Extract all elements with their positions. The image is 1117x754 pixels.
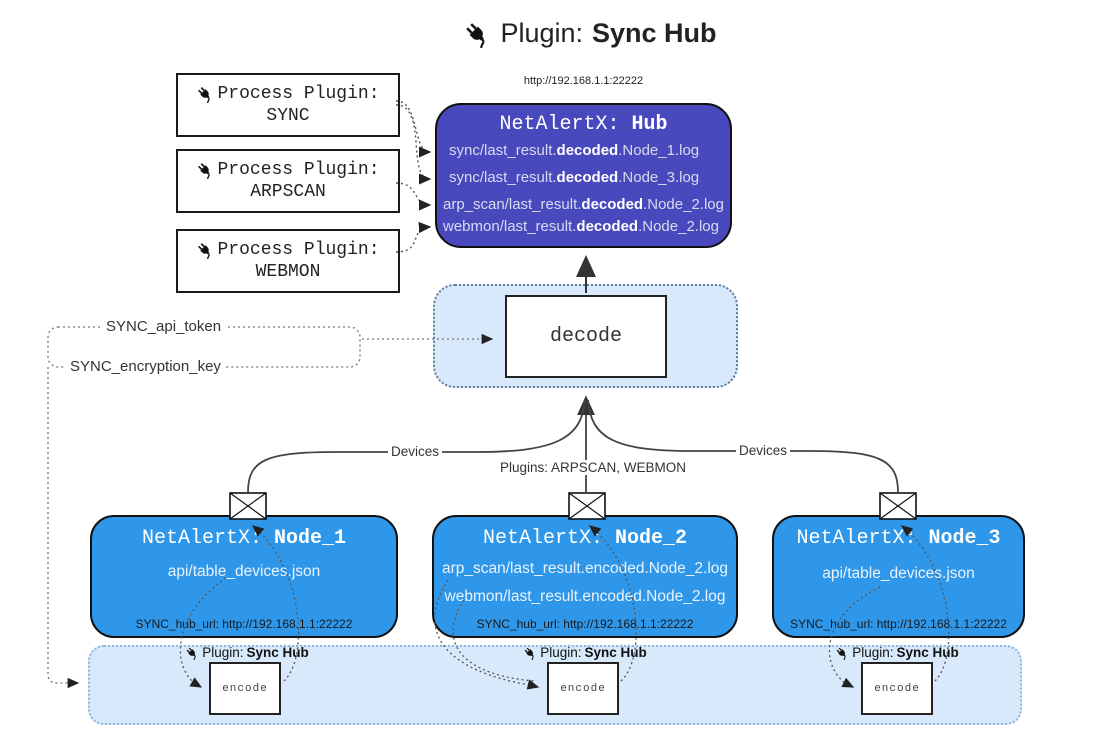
process-plugin-name: SYNC [266,106,310,126]
envelope-icon [568,492,606,520]
hub-box [435,103,732,248]
edge-arpscan-to-hub [395,182,432,211]
diagram-title: Plugin: Sync Hub [0,18,1117,49]
hub-log-line: sync/last_result.decoded.Node_1.log [449,142,700,159]
hub-title: NetAlertX: Hub [435,113,732,136]
edge-label-devices-right: Devices [736,443,791,458]
encode-box: encode [209,662,281,715]
plug-icon [196,241,214,259]
title-label: Plugin: [500,18,584,48]
process-plugin-name: WEBMON [255,262,321,282]
plug-icon [463,20,491,48]
edge-label-plugins: Plugins: ARPSCAN, WEBMON [497,460,690,475]
node-hub-url: SYNC_hub_url: http://192.168.1.1:22222 [790,617,1007,631]
node-title: NetAlertX: Node_1 [141,527,347,550]
hub-url-label: http://192.168.1.1:22222 [523,75,644,87]
node-box-node1 [90,515,398,638]
node-hub-url: SYNC_hub_url: http://192.168.1.1:22222 [476,617,694,631]
hub-log-line: sync/last_result.decoded.Node_3.log [449,169,700,186]
hub-title-label: NetAlertX: [499,113,620,136]
band-plugin-label: Plugin:Sync Hub [812,645,982,660]
band-plugin-label: Plugin:Sync Hub [162,645,332,660]
node-file: api/table_devices.json [822,565,975,582]
edge-webmon-to-hub [395,221,432,253]
node-file: arp_scan/last_result.encoded.Node_2.log [441,560,729,577]
process-plugin-box-webmon: Process Plugin: WEBMON [176,229,400,293]
node-file: api/table_devices.json [167,563,321,580]
edge-label-devices-left: Devices [388,444,443,459]
process-plugin-box-arpscan: Process Plugin: ARPSCAN [176,149,400,213]
decode-box: decode [505,295,667,378]
plug-icon [523,646,537,660]
process-plugin-label: Process Plugin: [217,240,380,260]
node-hub-url: SYNC_hub_url: http://192.168.1.1:22222 [135,617,353,631]
hub-log-line: webmon/last_result.decoded.Node_2.log [443,218,719,235]
process-plugin-box-sync: Process Plugin: SYNC [176,73,400,137]
plug-icon [196,85,214,103]
node-title: NetAlertX: Node_2 [482,527,688,550]
node-file: webmon/last_result.encoded.Node_2.log [444,588,726,605]
process-plugin-label: Process Plugin: [217,160,380,180]
plug-icon [196,161,214,179]
title-name: Sync Hub [592,18,717,48]
hub-log-line: arp_scan/last_result.decoded.Node_2.log [443,196,724,213]
envelope-icon [229,492,267,520]
band-plugin-label: Plugin:Sync Hub [500,645,670,660]
node-title: NetAlertX: Node_3 [796,527,1001,550]
plug-icon [835,646,849,660]
edge-sync-to-hub-1 [395,100,432,158]
edge-sync-to-hub-2 [395,104,432,185]
encode-box: encode [547,662,619,715]
encode-box: encode [861,662,933,715]
process-plugin-name: ARPSCAN [250,182,326,202]
edge-settings-to-band [47,367,80,689]
node-box-node3 [772,515,1025,638]
envelope-icon [879,492,917,520]
setting-encryption-key: SYNC_encryption_key [66,358,225,375]
hub-title-name: Hub [631,113,668,136]
plug-icon [185,646,199,660]
process-plugin-label: Process Plugin: [217,84,380,104]
setting-api-token: SYNC_api_token [102,318,226,335]
